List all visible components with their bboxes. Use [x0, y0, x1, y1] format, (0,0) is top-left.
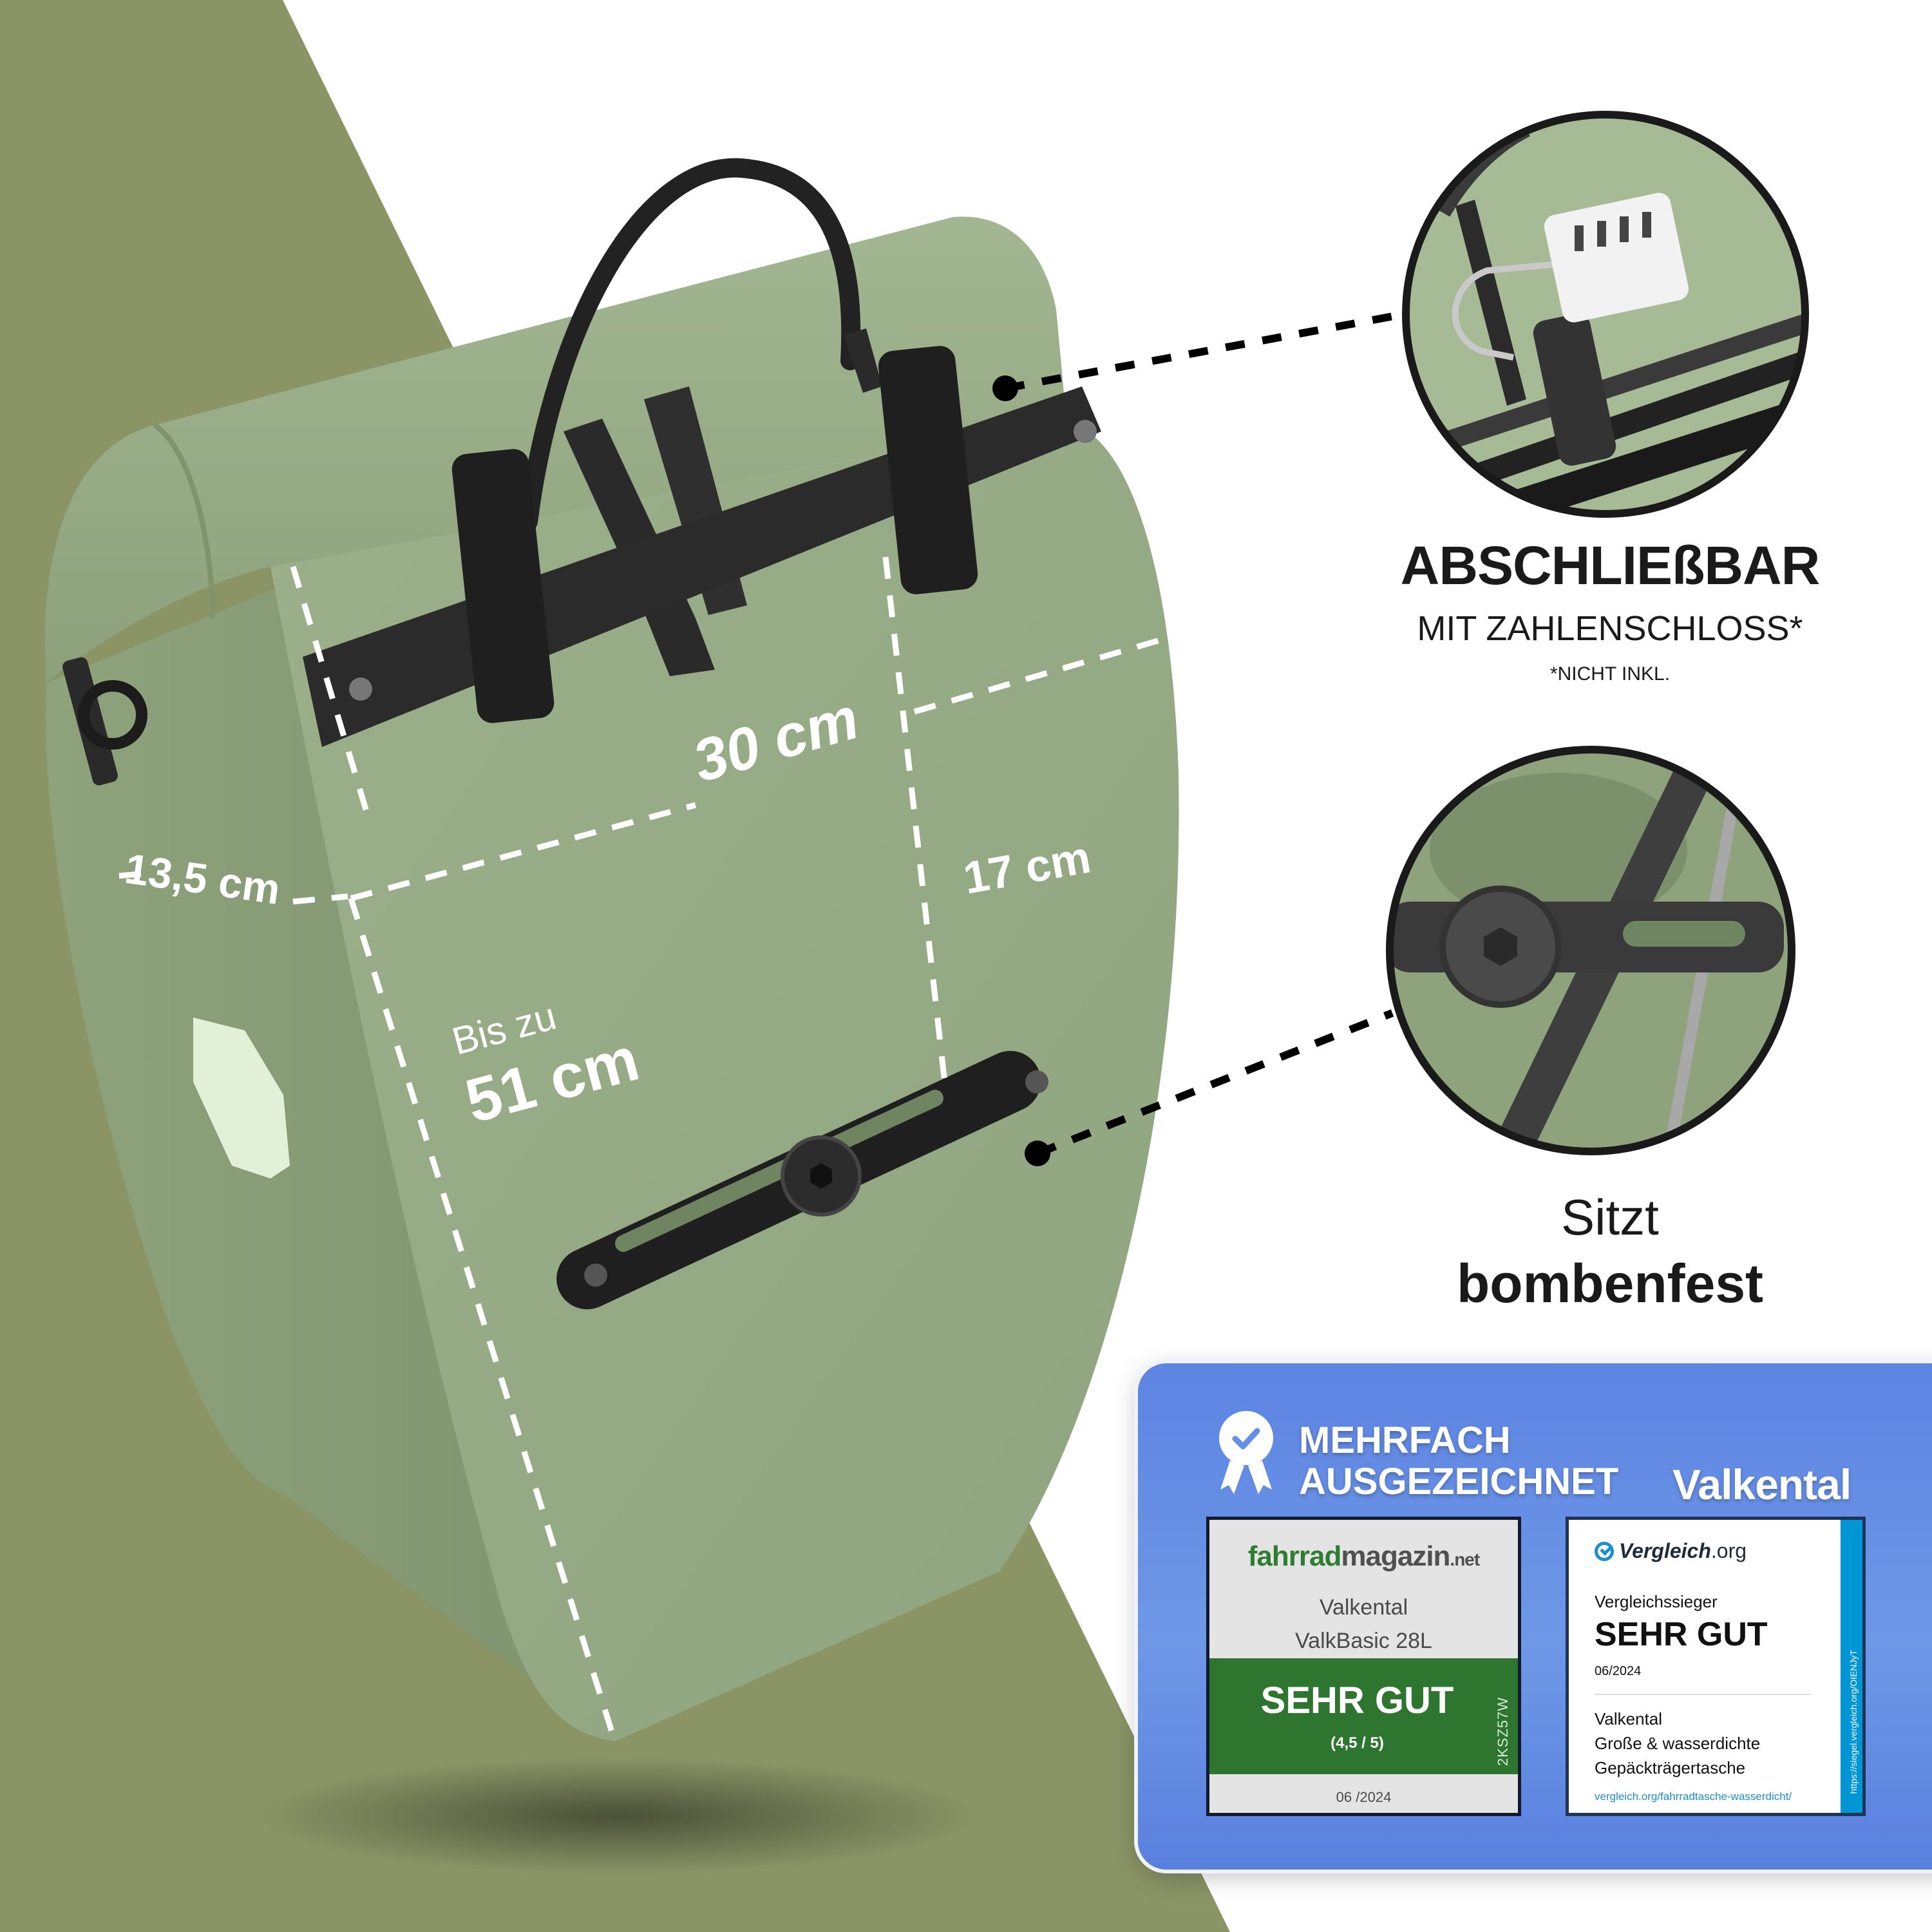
callout-dot-lock	[992, 375, 1018, 401]
vg-side-strip: https://siegel.vergleich.org/OIENJyT	[1841, 1520, 1862, 1813]
check-circle-icon	[1595, 1541, 1614, 1561]
feature-lock-title: ABSCHLIEßBAR	[1400, 535, 1821, 596]
fm-rating-band: SEHR GUT (4,5 / 5) 2KSZ57W	[1209, 1658, 1518, 1774]
vg-product: Valkental Große & wasserdichte Gepäckträ…	[1595, 1709, 1761, 1777]
vg-date: 06/2024	[1595, 1664, 1642, 1678]
vg-label: Vergleichssieger	[1595, 1592, 1718, 1611]
award-card-fahrradmagazin: fahrradmagazin.net Valkental ValkBasic 2…	[1206, 1517, 1521, 1816]
vg-rating: SEHR GUT	[1595, 1616, 1768, 1653]
feature-fit-title-bold: bombenfest	[1456, 1253, 1764, 1314]
feature-fit-title-light: Sitzt	[1561, 1189, 1659, 1245]
fm-product: Valkental ValkBasic 28L	[1295, 1595, 1432, 1653]
fm-date: 06 /2024	[1336, 1789, 1392, 1805]
award-panel: MEHRFACH AUSGEZEICHNET Valkental fahrrad…	[1138, 1363, 1932, 1870]
vg-url-link[interactable]: vergleich.org/fahrradtasche-wasserdicht/	[1595, 1790, 1792, 1803]
award-card-vergleich: Vergleich.org Vergleichssieger SEHR GUT …	[1566, 1517, 1866, 1816]
callout-dot-clamp	[1025, 1141, 1050, 1166]
award-heading: MEHRFACH AUSGEZEICHNET	[1299, 1419, 1619, 1502]
callout-connector	[1004, 310, 1408, 1157]
divider	[1595, 1694, 1811, 1695]
award-ribbon-icon	[1219, 1411, 1273, 1494]
valkental-logo: Valkental	[1672, 1461, 1852, 1508]
fahrradmagazin-logo: fahrradmagazin.net	[1247, 1540, 1480, 1572]
fm-code: 2KSZ57W	[1495, 1697, 1511, 1766]
vergleich-logo: Vergleich.org	[1595, 1539, 1747, 1563]
fm-score: (4,5 / 5)	[1331, 1734, 1384, 1752]
clamp-detail-photo	[1393, 753, 1788, 1148]
fm-rating: SEHR GUT	[1260, 1680, 1454, 1721]
feature-lock-note: *NICHT INKL.	[1549, 663, 1671, 685]
feature-lock-subtitle: MIT ZAHLENSCHLOSS*	[1417, 609, 1803, 648]
vg-side-url[interactable]: https://siegel.vergleich.org/OIENJyT	[1848, 1649, 1859, 1794]
